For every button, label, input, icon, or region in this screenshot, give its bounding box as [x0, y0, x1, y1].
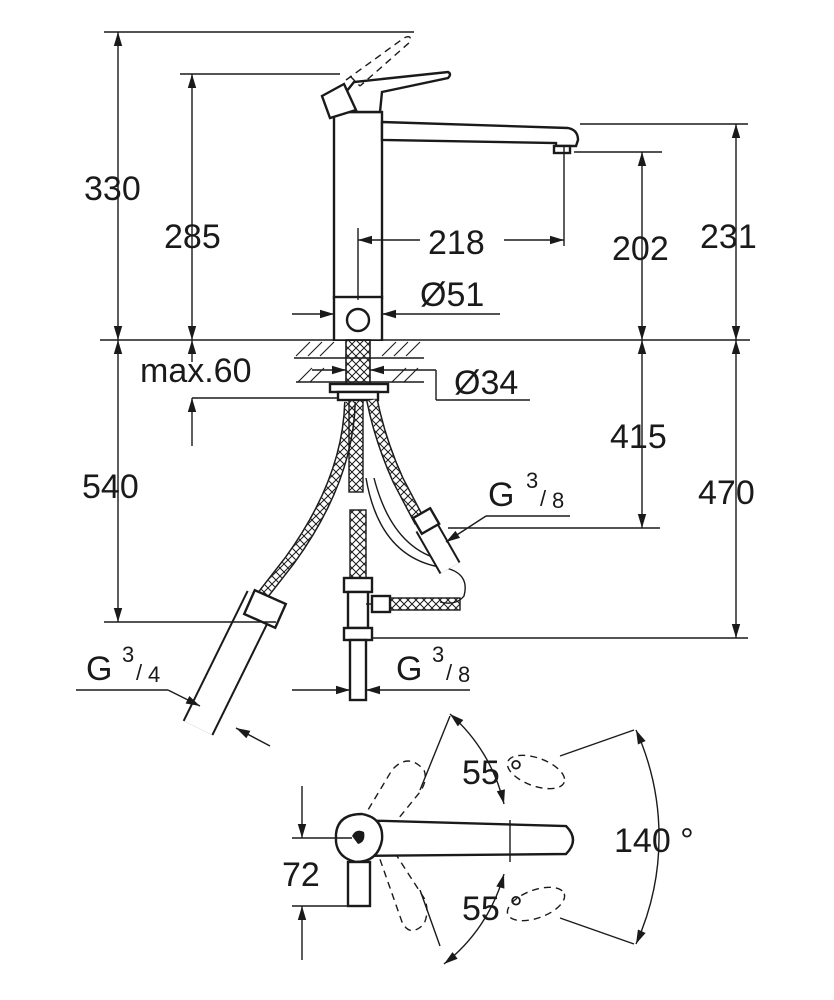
lever-handle [320, 70, 452, 120]
label-g-right-den: 8 [552, 488, 564, 513]
dimension-outlet-height: 202 [574, 151, 669, 340]
connection-large-hose: G 3 / 4 [76, 642, 271, 747]
dimension-hose-length: 540 [82, 340, 276, 623]
top-view: 55 ° 55 ° 140 ° 72 [282, 713, 694, 965]
label-angle-upper: 55 ° [462, 754, 523, 792]
label-g-right-num: 3 [526, 468, 538, 493]
dimension-reach: 218 [357, 146, 565, 300]
label-g-large-den: 4 [148, 662, 160, 687]
faucet-body [332, 110, 384, 343]
label-231: 231 [700, 218, 757, 256]
label-g-large: G [86, 650, 112, 688]
label-angle-lower: 55 ° [462, 890, 523, 928]
dimension-hole-diameter: Ø34 [312, 364, 530, 402]
connection-bottom-feed: G 3 / 8 [292, 642, 470, 695]
label-470: 470 [698, 474, 755, 512]
dimension-max-deck: max.60 [140, 340, 338, 446]
label-d34: Ø34 [454, 364, 518, 402]
label-202: 202 [612, 230, 669, 268]
label-540: 540 [82, 468, 139, 506]
label-d51: Ø51 [420, 276, 484, 314]
mounting-shank [328, 339, 390, 402]
fraction-slash: / [136, 660, 143, 685]
label-max60: max.60 [140, 352, 252, 390]
label-g-bottom-den: 8 [458, 662, 470, 687]
label-415: 415 [610, 418, 667, 456]
spout [380, 120, 580, 155]
dimension-spout-height: 231 [580, 123, 757, 340]
label-285: 285 [164, 218, 221, 256]
connection-right-hose: G 3 / 8 [445, 468, 570, 543]
label-72: 72 [282, 856, 320, 894]
label-angle-total: 140 ° [614, 822, 694, 860]
fraction-slash: / [540, 486, 547, 511]
fraction-slash: / [446, 660, 453, 685]
label-g-right: G [488, 476, 514, 514]
label-g-bottom-num: 3 [432, 642, 444, 667]
dimension-under-deck-total: 470 [372, 340, 755, 639]
lever-raised-outline [345, 35, 412, 87]
dimension-total-height: 330 [84, 31, 414, 340]
dimension-spout-top: 285 [164, 73, 340, 340]
supply-hoses [182, 398, 466, 736]
dimension-body-diameter: Ø51 [292, 276, 500, 319]
label-218: 218 [428, 224, 485, 262]
label-330: 330 [84, 170, 141, 208]
dimension-under-deck: 415 [448, 340, 667, 529]
label-g-bottom: G [396, 650, 422, 688]
label-g-large-num: 3 [122, 642, 134, 667]
